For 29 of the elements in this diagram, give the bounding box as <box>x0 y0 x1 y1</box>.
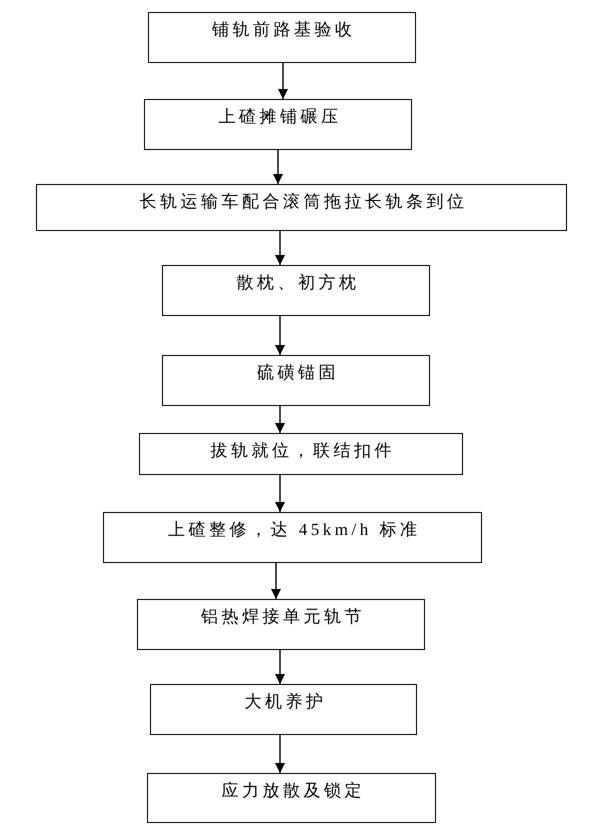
arrow <box>271 563 281 599</box>
arrow <box>275 650 285 684</box>
arrow <box>275 316 285 355</box>
arrow <box>278 63 288 99</box>
process-label: 硫磺锚固 <box>256 362 339 384</box>
arrow <box>275 735 285 773</box>
arrow <box>275 475 285 512</box>
process-box <box>144 99 412 150</box>
process-box <box>148 12 416 63</box>
process-label: 应力放散及锁定 <box>220 780 365 802</box>
process-label: 上碴整修，达 45km/h 标准 <box>167 519 420 541</box>
process-box <box>150 684 417 735</box>
process-label: 铺轨前路基验收 <box>211 19 356 41</box>
process-box <box>103 512 482 563</box>
arrow <box>275 231 285 265</box>
process-box <box>137 599 425 650</box>
process-box <box>139 433 463 475</box>
process-label: 长轨运输车配合滚筒拖拉长轨条到位 <box>138 191 468 213</box>
arrow <box>273 150 283 184</box>
arrow <box>275 406 285 433</box>
process-label: 散枕、初方枕 <box>235 272 360 294</box>
process-label: 上碴摊铺碾压 <box>217 106 342 128</box>
process-label: 拔轨就位，联结扣件 <box>210 440 395 462</box>
process-box <box>162 265 430 316</box>
process-box <box>147 773 436 823</box>
process-box <box>162 355 430 406</box>
process-box <box>36 184 567 231</box>
process-label: 大机养护 <box>243 691 326 713</box>
process-label: 铝热焊接单元轨节 <box>200 606 365 628</box>
